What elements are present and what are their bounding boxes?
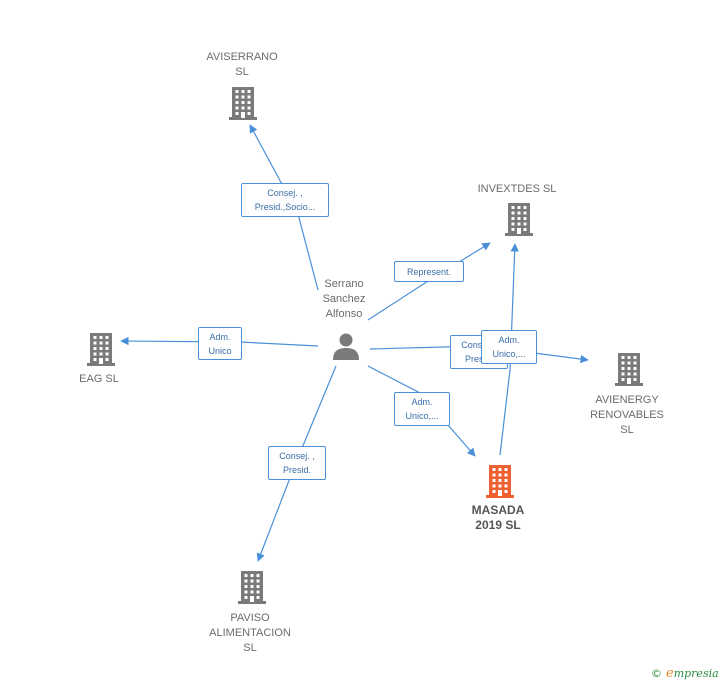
edge-label-line: Adm. <box>498 335 520 345</box>
node-label-avienergy[interactable]: AVIENERGY RENOVABLES SL <box>590 393 664 438</box>
edge-label-line: Represent. <box>406 267 452 277</box>
node-label-line: Sanchez <box>322 293 366 305</box>
building-icon[interactable] <box>502 201 536 242</box>
edge-label-person-eag[interactable]: Adm. Unico <box>198 327 242 360</box>
edge-label-line: Consej. , <box>279 451 315 461</box>
node-label-line: MASADA <box>471 503 525 517</box>
building-icon[interactable] <box>84 331 118 372</box>
node-label-line: SL <box>620 424 634 436</box>
node-label-line: ALIMENTACION <box>209 627 291 639</box>
edge-label-person-paviso[interactable]: Consej. , Presid. <box>268 446 326 480</box>
edge-label-line: Presid. <box>282 465 311 475</box>
building-icon[interactable] <box>612 351 646 392</box>
person-icon[interactable] <box>331 331 361 366</box>
node-label-paviso[interactable]: PAVISO ALIMENTACION SL <box>209 611 291 656</box>
node-label-line: AVISERRANO <box>206 51 278 63</box>
edge-person-invextdes <box>367 242 491 321</box>
edge-label-line: Presid. <box>464 354 493 364</box>
node-label-line: EAG SL <box>79 373 119 385</box>
edge-masada-invextdes <box>499 243 519 456</box>
brand-watermark: © empresia <box>651 666 719 681</box>
copyright-symbol: © <box>651 667 662 680</box>
node-label-line: AVIENERGY <box>595 394 659 406</box>
edge-label-line: Adm. <box>209 332 231 342</box>
edge-label-line: Unico <box>208 346 232 356</box>
edge-label-line: Presid.,Socio... <box>254 202 316 212</box>
node-label-line: RENOVABLES <box>590 409 664 421</box>
node-label-line: PAVISO <box>230 612 270 624</box>
node-label-line: SL <box>243 642 257 654</box>
node-label-line: INVEXTDES SL <box>477 183 557 195</box>
node-label-line: Alfonso <box>325 308 363 320</box>
edge-label-line: Unico,... <box>405 411 439 421</box>
building-icon[interactable] <box>483 463 517 504</box>
node-label-invextdes[interactable]: INVEXTDES SL <box>478 182 557 197</box>
edge-label-person-masada[interactable]: Adm. Unico,... <box>394 392 450 426</box>
edge-label-line: Consej. , <box>461 340 497 350</box>
node-label-line: SL <box>235 66 249 78</box>
node-label-aviserrano[interactable]: AVISERRANO SL <box>206 50 277 80</box>
node-label-eag[interactable]: EAG SL <box>79 372 119 387</box>
node-label-line: 2019 SL <box>475 518 521 532</box>
edge-label-line: Unico,... <box>492 349 526 359</box>
node-label-line: Serrano <box>324 278 364 290</box>
edge-label-person-aviserrano[interactable]: Consej. , Presid.,Socio... <box>241 183 329 217</box>
edge-label-line: Adm. <box>411 397 433 407</box>
brand-name: mpresia <box>673 667 719 680</box>
building-icon[interactable] <box>226 85 260 126</box>
edge-label-line: Consej. , <box>267 188 303 198</box>
brand-logo-letter: e <box>666 666 674 681</box>
edge-label-person-invextdes[interactable]: Represent. <box>394 261 464 282</box>
building-icon[interactable] <box>235 569 269 610</box>
edge-label-masada-invextdes[interactable]: Adm. Unico,... <box>481 330 537 364</box>
